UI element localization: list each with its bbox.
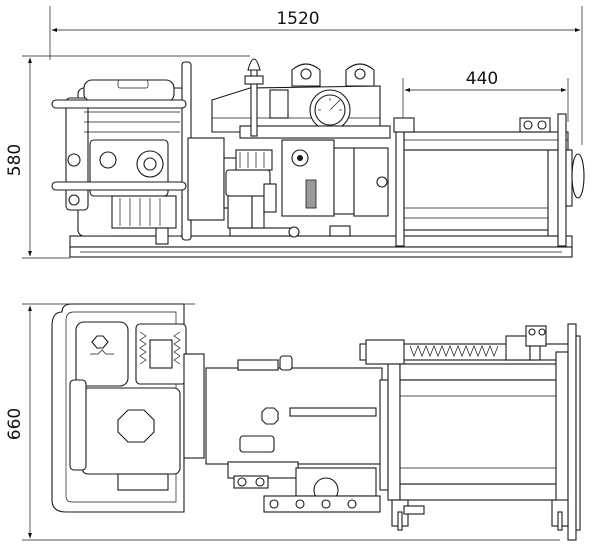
side-brake-assembly (225, 149, 277, 229)
top-spring-tensioner (359, 325, 571, 365)
dimension-overall-length: 1520 (49, 6, 583, 145)
top-gearbox (205, 355, 383, 489)
side-control-lever (244, 58, 264, 137)
side-view (51, 58, 585, 258)
dimension-label-side-height: 580 (5, 144, 25, 176)
dimension-label-overall-length: 1520 (276, 9, 319, 29)
dimension-label-top-width: 660 (5, 408, 25, 440)
dimension-side-height: 580 (5, 55, 250, 259)
top-view (51, 303, 581, 541)
top-drum-frame (387, 323, 581, 541)
top-drum-assembly (263, 379, 389, 513)
side-drum-frame (393, 113, 585, 247)
dimension-drum-length: 440 (402, 69, 569, 122)
side-gearbox (211, 63, 391, 139)
side-drum-housing (281, 139, 389, 238)
dimension-label-drum-length: 440 (466, 69, 498, 89)
top-engine (69, 321, 205, 491)
